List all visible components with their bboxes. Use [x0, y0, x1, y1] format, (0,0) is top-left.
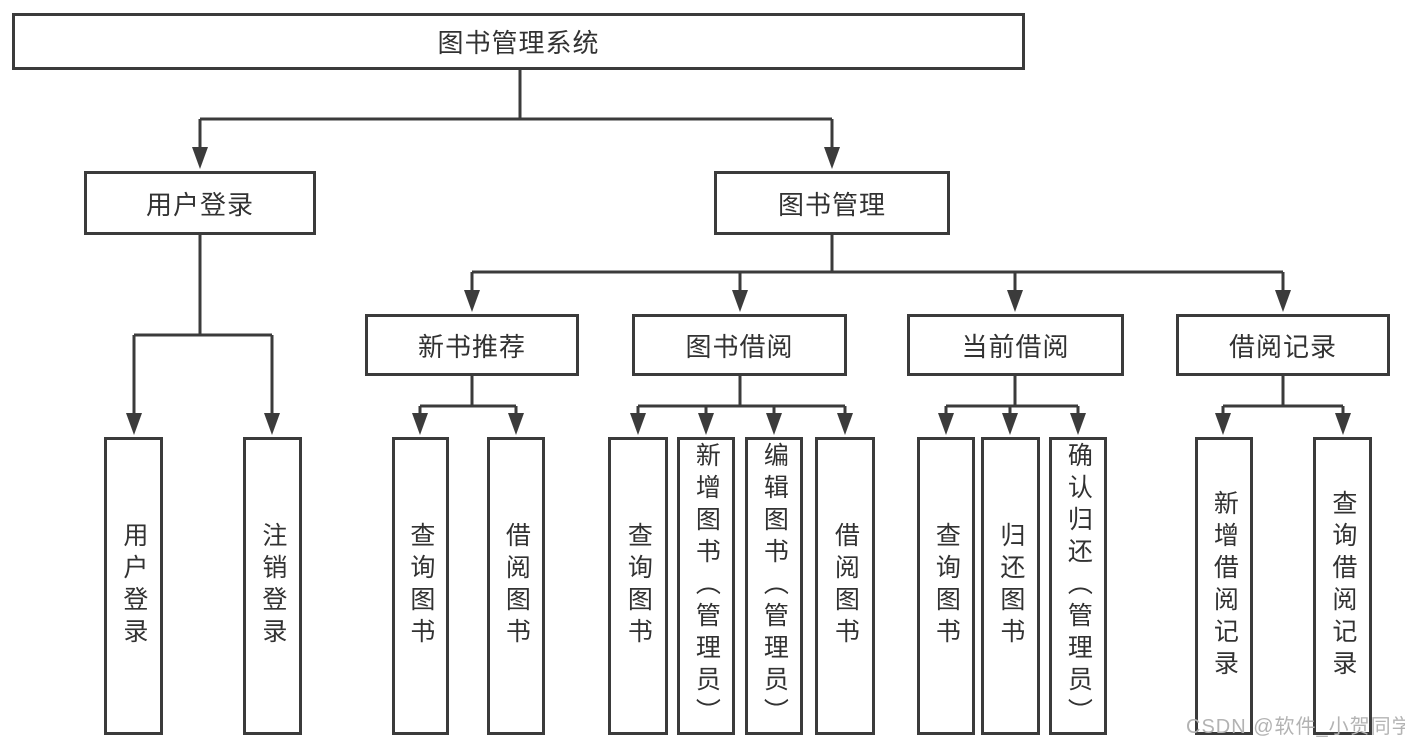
node-label: 用户登录	[119, 522, 148, 650]
node-new-book-recommend: 新书推荐	[365, 314, 579, 376]
node-label: 查询图书	[624, 522, 653, 650]
node-label: 编辑图书（管理员）	[760, 442, 789, 730]
node-edit-books-admin: 编辑图书（管理员）	[745, 437, 803, 735]
node-user-login: 用户登录	[84, 171, 316, 235]
node-query-books-borrowing: 查询图书	[608, 437, 668, 735]
node-confirm-return-admin: 确认归还（管理员）	[1049, 437, 1107, 735]
node-return-books: 归还图书	[981, 437, 1040, 735]
node-label: 借阅图书	[831, 522, 860, 650]
node-current-borrowing: 当前借阅	[907, 314, 1124, 376]
node-query-borrow-record: 查询借阅记录	[1313, 437, 1372, 735]
node-label: 新增图书（管理员）	[692, 442, 721, 730]
node-borrow-books-recommend: 借阅图书	[487, 437, 545, 735]
node-label: 查询图书	[406, 522, 435, 650]
node-label: 归还图书	[996, 522, 1025, 650]
node-label: 查询借阅记录	[1328, 490, 1357, 682]
node-logout-action: 注销登录	[243, 437, 302, 735]
node-book-management: 图书管理	[714, 171, 950, 235]
node-book-borrowing: 图书借阅	[632, 314, 847, 376]
node-borrow-books: 借阅图书	[815, 437, 875, 735]
node-label: 注销登录	[258, 522, 287, 650]
csdn-watermark: CSDN @软件_小贺同学	[1186, 716, 1405, 738]
node-add-books-admin: 新增图书（管理员）	[677, 437, 735, 735]
node-query-books-recommend: 查询图书	[392, 437, 449, 735]
node-query-books-current: 查询图书	[917, 437, 975, 735]
node-add-borrow-record: 新增借阅记录	[1195, 437, 1253, 735]
node-borrowing-records: 借阅记录	[1176, 314, 1390, 376]
node-label: 新增借阅记录	[1210, 490, 1239, 682]
node-label: 借阅图书	[502, 522, 531, 650]
node-label: 确认归还（管理员）	[1064, 442, 1093, 730]
node-label: 查询图书	[932, 522, 961, 650]
node-root-system: 图书管理系统	[12, 13, 1025, 70]
node-user-login-action: 用户登录	[104, 437, 163, 735]
